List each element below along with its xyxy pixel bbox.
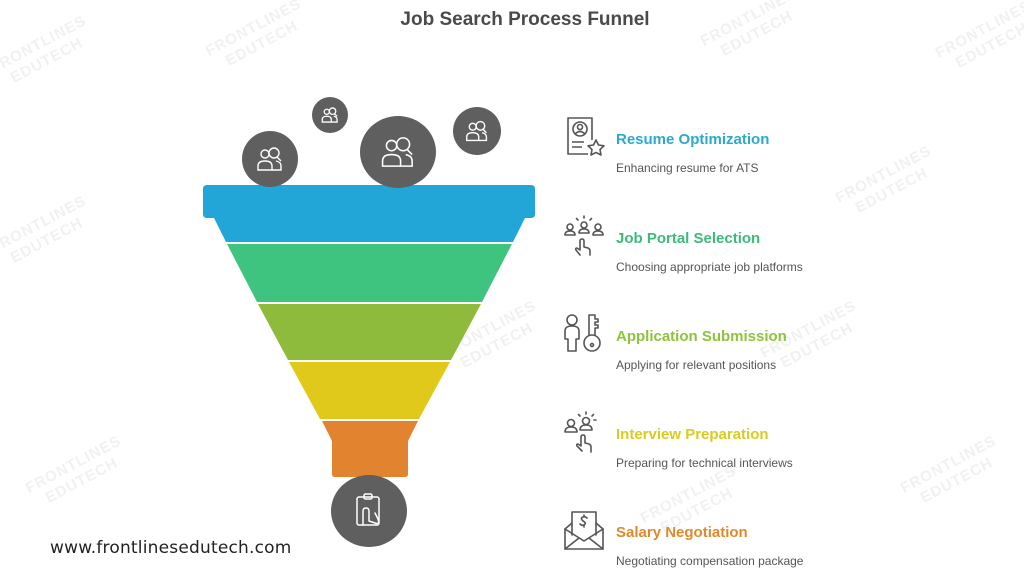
- funnel-bottom-bubble: [331, 475, 407, 547]
- funnel-top-bubble: [453, 107, 501, 155]
- interview-hand-icon: [564, 411, 597, 453]
- people-select-hand-icon: [564, 215, 604, 256]
- step-salary-negotiation: Salary Negotiation Negotiating compensat…: [562, 509, 862, 569]
- step-interview-preparation: Interview Preparation Preparing for tech…: [562, 411, 862, 471]
- funnel-top-bubble: [360, 116, 436, 188]
- funnel-top-bubble: [242, 131, 298, 187]
- diagram-title: Job Search Process Funnel: [400, 9, 650, 30]
- funnel-stage-4: [289, 362, 450, 419]
- step-title: Job Portal Selection: [616, 230, 761, 247]
- clipboard-hand-icon: [356, 493, 380, 526]
- step-title: Resume Optimization: [616, 131, 770, 148]
- step-description: Applying for relevant positions: [616, 358, 777, 372]
- funnel-stage-2: [227, 244, 512, 302]
- step-description: Choosing appropriate job platforms: [616, 260, 803, 274]
- step-title: Application Submission: [616, 328, 787, 345]
- funnel-stage-1: [203, 185, 535, 242]
- step-description: Preparing for technical interviews: [616, 456, 793, 470]
- step-application-submission: Application Submission Applying for rele…: [562, 313, 862, 373]
- step-title: Interview Preparation: [616, 426, 769, 443]
- funnel-top-bubble: [312, 97, 348, 133]
- people-search-icon: [257, 147, 282, 171]
- people-search-icon: [321, 107, 338, 123]
- step-resume-optimization: Resume Optimization Enhancing resume for…: [562, 116, 862, 176]
- step-description: Enhancing resume for ATS: [616, 161, 759, 175]
- salary-envelope-icon: [564, 511, 604, 550]
- step-description: Negotiating compensation package: [616, 554, 804, 568]
- step-title: Salary Negotiation: [616, 524, 748, 541]
- step-job-portal-selection: Job Portal Selection Choosing appropriat…: [562, 215, 862, 275]
- people-search-icon: [381, 137, 413, 167]
- funnel-stage-5: [322, 421, 418, 477]
- website-url: www.frontlinesedutech.com: [50, 538, 292, 558]
- funnel-stage-3: [258, 304, 481, 360]
- people-search-icon: [466, 120, 488, 142]
- person-key-icon: [564, 314, 601, 352]
- resume-star-icon: [567, 117, 605, 156]
